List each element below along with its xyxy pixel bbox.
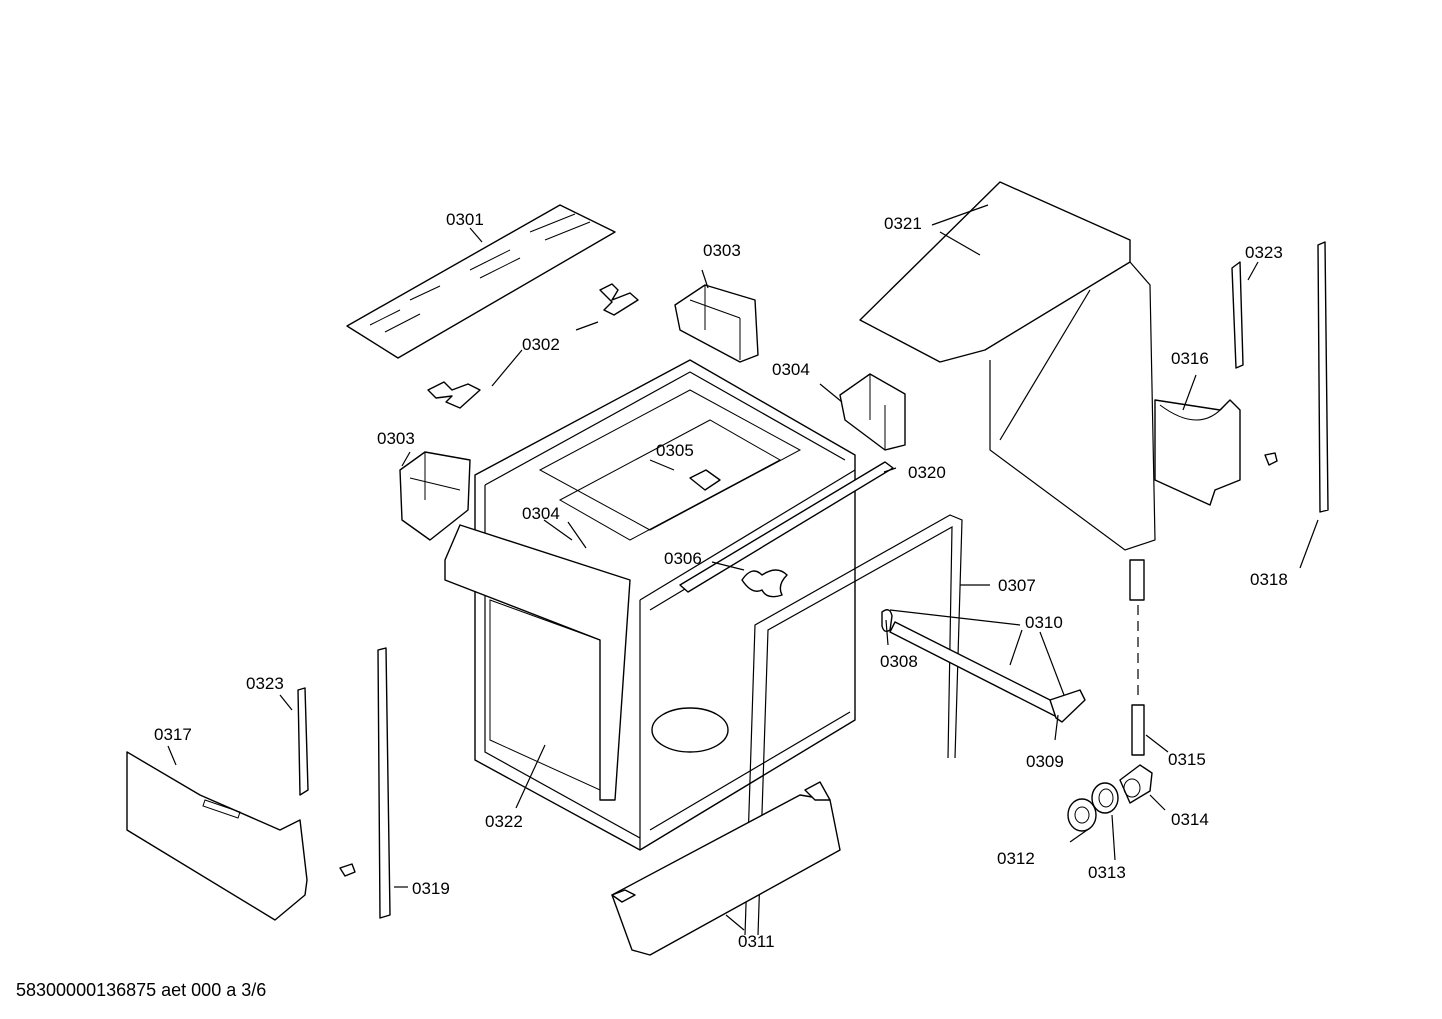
part-0321-cover-plate xyxy=(859,181,1156,551)
label-0309: 0309 xyxy=(1026,752,1064,771)
label-0308: 0308 xyxy=(880,652,918,671)
part-0301-top-cover xyxy=(346,204,616,359)
part-0304-cover-box-right xyxy=(839,373,906,451)
part-0315-hose xyxy=(1129,559,1145,756)
part-0323-strip-right xyxy=(1231,261,1244,369)
part-0314-elbow xyxy=(1119,764,1153,804)
part-0316-bracket xyxy=(1154,399,1241,506)
part-0313-ring xyxy=(1091,782,1119,814)
label-0306: 0306 xyxy=(664,549,702,568)
label-0314: 0314 xyxy=(1171,810,1209,829)
leader-lines xyxy=(167,204,1319,931)
label-0320: 0320 xyxy=(908,463,946,482)
label-0313: 0313 xyxy=(1088,863,1126,882)
label-0321: 0321 xyxy=(884,214,922,233)
label-0311: 0311 xyxy=(738,932,775,951)
part-0319-trim-strip xyxy=(377,647,391,919)
label-0323-right: 0323 xyxy=(1245,243,1283,262)
label-0304-left: 0304 xyxy=(522,504,560,523)
label-0317: 0317 xyxy=(154,725,192,744)
label-0304-right: 0304 xyxy=(772,360,810,379)
label-0305: 0305 xyxy=(656,441,694,460)
label-0312: 0312 xyxy=(997,849,1035,868)
label-0303-lower: 0303 xyxy=(377,429,415,448)
part-0312-cap xyxy=(1067,798,1097,832)
part-0306-nut xyxy=(741,569,788,598)
part-0317-screw xyxy=(339,863,356,877)
part-0302-bracket xyxy=(427,283,639,409)
label-0307: 0307 xyxy=(998,576,1036,595)
part-0316-screw xyxy=(1264,452,1278,466)
part-0309-nozzle xyxy=(1049,689,1086,723)
label-0316: 0316 xyxy=(1171,349,1209,368)
label-0315: 0315 xyxy=(1168,750,1206,769)
label-0322: 0322 xyxy=(485,812,523,831)
part-labels: 0301 0302 0303 0303 0304 0304 0305 0306 … xyxy=(154,210,1288,951)
part-0305-clip xyxy=(689,469,721,491)
label-0323-left: 0323 xyxy=(246,674,284,693)
label-0303-upper: 0303 xyxy=(703,241,741,260)
label-0310: 0310 xyxy=(1025,613,1063,632)
label-0302: 0302 xyxy=(522,335,560,354)
part-0317-side-panel xyxy=(126,751,308,921)
part-0303-connector-block-lower xyxy=(399,451,471,541)
part-0307-door-seal xyxy=(744,514,963,936)
drawing-reference-number: 58300000136875 aet 000 a 3/6 xyxy=(16,980,267,1000)
label-0318: 0318 xyxy=(1250,570,1288,589)
dishwasher-tub-frame xyxy=(444,359,856,851)
label-0319: 0319 xyxy=(412,879,450,898)
part-0308-clip xyxy=(881,609,893,633)
part-0311-kick-plate xyxy=(611,781,841,956)
label-0301: 0301 xyxy=(446,210,484,229)
part-0303-connector-block-upper xyxy=(674,284,759,363)
part-0320-rail xyxy=(679,461,894,593)
part-0323-strip-left xyxy=(297,687,309,796)
part-0318-trim-strip xyxy=(1317,241,1329,513)
